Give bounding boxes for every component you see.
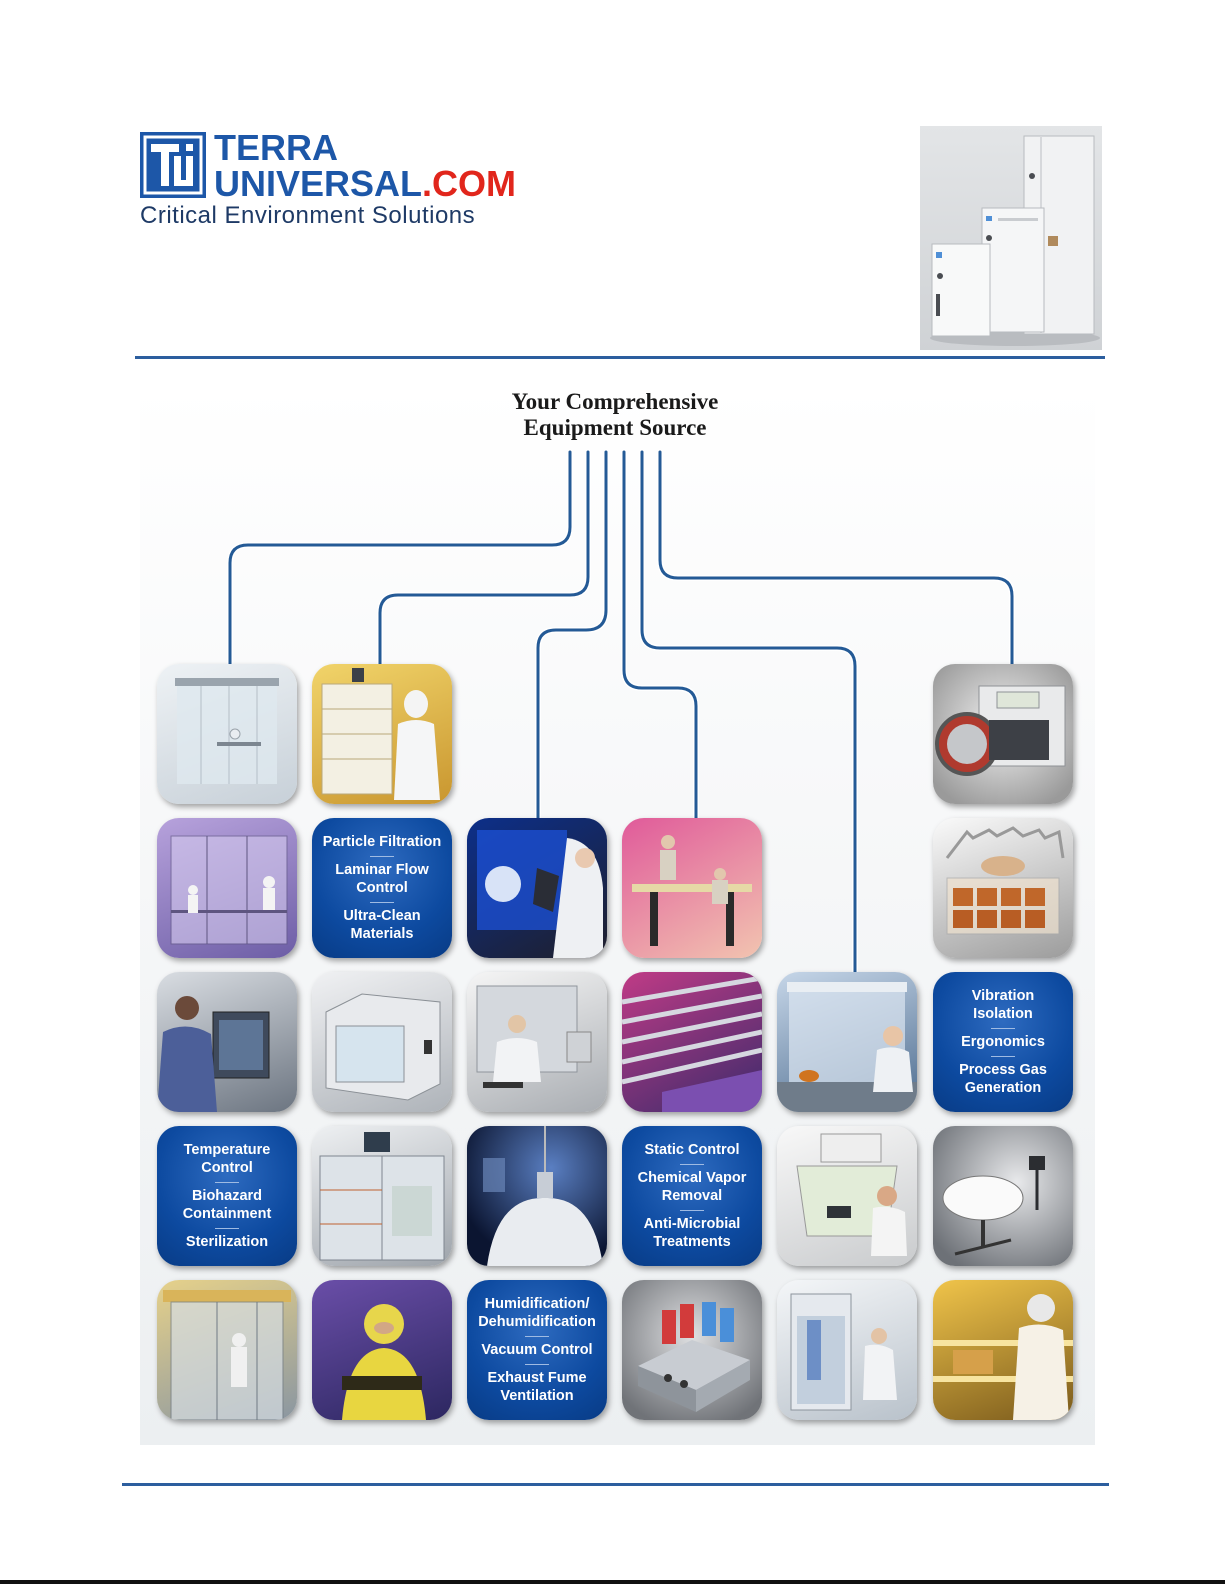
tile-label: Ergonomics — [961, 1034, 1045, 1050]
photo-tile-cryogenic[interactable] — [467, 1126, 607, 1266]
product-photo-cabinets — [920, 126, 1102, 350]
top-divider — [135, 356, 1105, 359]
photo-tile-passthrough[interactable] — [157, 972, 297, 1112]
photo-tile-cleanroom-chair[interactable] — [933, 1126, 1073, 1266]
tile-divider — [525, 1336, 549, 1337]
logo-com-text: .COM — [422, 163, 517, 204]
tile-label: Anti-Microbial Treatments — [643, 1216, 741, 1250]
tile-label: Vacuum Control — [481, 1342, 593, 1358]
tile-divider — [991, 1056, 1015, 1057]
orbital-shaker-icon — [638, 1302, 750, 1412]
softwall-cleanroom-icon — [175, 678, 279, 784]
tile-label: Process Gas Generation — [959, 1062, 1047, 1096]
photo-tile-gowning-room[interactable] — [157, 1280, 297, 1420]
tile-divider — [680, 1164, 704, 1165]
tile-label: Vibration Isolation — [971, 988, 1035, 1022]
gowning-room-icon — [163, 1290, 291, 1420]
laminar-cabinet-icon — [321, 668, 440, 800]
tile-divider — [991, 1028, 1015, 1029]
tile-divider — [215, 1228, 239, 1229]
company-logo[interactable]: TERRA UNIVERSAL.COM Critical Environment… — [140, 126, 565, 230]
tile-label: Temperature Control — [183, 1142, 271, 1176]
tile-label: Ultra-Clean Materials — [343, 908, 421, 942]
text-tile-humidification[interactable]: Humidification/ Dehumidification Vacuum … — [467, 1280, 607, 1420]
text-tile-temperature[interactable]: Temperature Control Biohazard Containmen… — [157, 1126, 297, 1266]
garment-cabinet-icon — [790, 1293, 897, 1411]
bottom-divider — [122, 1483, 1109, 1486]
photo-tile-garment-cabinet[interactable] — [777, 1280, 917, 1420]
photo-tile-glovebox[interactable] — [467, 818, 607, 958]
amber-lab-icon — [933, 1294, 1073, 1420]
tile-divider — [370, 856, 394, 857]
tile-label: Humidification/ Dehumidification — [478, 1296, 596, 1330]
photo-tile-ergonomic-workbench[interactable] — [622, 818, 762, 958]
text-tile-filtration[interactable]: Particle Filtration Laminar Flow Control… — [312, 818, 452, 958]
tile-label: Chemical Vapor Removal — [637, 1170, 747, 1204]
hardwall-cleanroom-icon — [170, 835, 288, 945]
logo-word-terra: TERRA — [214, 127, 338, 168]
page-bottom-edge — [0, 1580, 1225, 1584]
photo-tile-desiccator[interactable] — [312, 972, 452, 1112]
ergonomic-workbench-icon — [632, 835, 752, 946]
photo-tile-autoclave[interactable] — [933, 664, 1073, 804]
photo-tile-fume-hood[interactable] — [777, 1126, 917, 1266]
photo-tile-nitrogen-cabinet[interactable] — [312, 1126, 452, 1266]
isolator-icon — [476, 985, 592, 1088]
photo-tile-laminar-hood[interactable] — [777, 972, 917, 1112]
cabinets-illustration-icon — [930, 135, 1100, 346]
tile-label: Laminar Flow Control — [335, 862, 429, 896]
cryogenic-icon — [483, 1126, 603, 1266]
tile-label: Biohazard Containment — [182, 1188, 272, 1222]
photo-tile-wafer-carrier[interactable] — [933, 818, 1073, 958]
photo-tile-yellow-room[interactable] — [312, 1280, 452, 1420]
cleanroom-chair-icon — [942, 1156, 1045, 1256]
text-tile-vibration[interactable]: Vibration Isolation Ergonomics Process G… — [933, 972, 1073, 1112]
photo-tile-hardwall-cleanroom[interactable] — [157, 818, 297, 958]
tile-label: Particle Filtration — [322, 834, 442, 850]
photo-tile-isolator[interactable] — [467, 972, 607, 1112]
photo-tile-softwall-cleanroom[interactable] — [157, 664, 297, 804]
wafer-carrier-icon — [945, 826, 1065, 935]
tu-logo-mark-icon — [140, 132, 206, 198]
shelving-rods-icon — [622, 975, 762, 1112]
tile-divider — [215, 1182, 239, 1183]
text-tile-static[interactable]: Static Control Chemical Vapor Removal An… — [622, 1126, 762, 1266]
tile-label: Exhaust Fume Ventilation — [487, 1370, 587, 1404]
passthrough-icon — [157, 996, 270, 1112]
diagram-title-line1: Your Comprehensive — [511, 389, 719, 414]
tile-divider — [680, 1210, 704, 1211]
laminar-hood-icon — [777, 982, 917, 1112]
desiccator-icon — [325, 993, 441, 1101]
nitrogen-cabinet-icon — [319, 1132, 445, 1261]
photo-tile-laminar-cabinet[interactable] — [312, 664, 452, 804]
tile-label: Sterilization — [185, 1234, 269, 1250]
yellow-room-worker-icon — [342, 1304, 426, 1420]
tile-divider — [525, 1364, 549, 1365]
glovebox-icon — [477, 830, 603, 958]
logo-word-universal: UNIVERSAL.COM — [214, 166, 516, 202]
logo-tagline: Critical Environment Solutions — [140, 202, 476, 229]
diagram-title-line2: Equipment Source — [523, 415, 707, 440]
tile-divider — [370, 902, 394, 903]
autoclave-icon — [935, 685, 1066, 776]
logo-universal-text: UNIVERSAL — [214, 163, 423, 204]
photo-tile-amber-lab[interactable] — [933, 1280, 1073, 1420]
photo-tile-orbital-shaker[interactable] — [622, 1280, 762, 1420]
photo-tile-shelving-rods[interactable] — [622, 972, 762, 1112]
diagram-title: Your Comprehensive Equipment Source — [440, 389, 790, 441]
fume-hood-icon — [796, 1133, 907, 1256]
tile-label: Static Control — [644, 1142, 740, 1158]
